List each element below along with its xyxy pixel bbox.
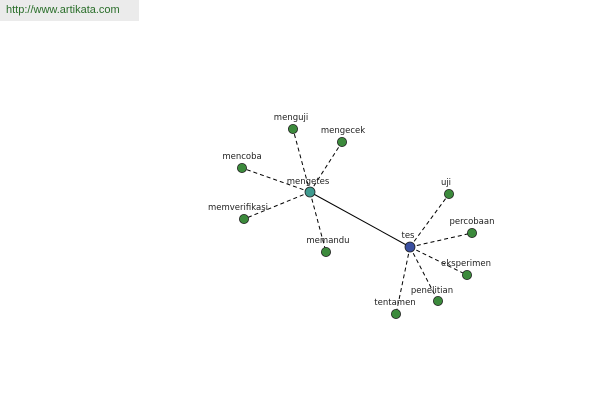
node-dot-menguji[interactable] [287,124,298,135]
node-mencoba[interactable]: mencoba [222,152,262,173]
nodes-layer: tes mengetes menguji mengecek mencoba memveri… [208,113,495,319]
edge-tes-percobaan [409,232,473,248]
node-label-percobaan: percobaan [449,217,494,227]
node-label-tentamen: tentamen [374,298,415,308]
node-uji[interactable]: uji [441,178,454,199]
node-dot-memandu[interactable] [320,246,331,257]
node-memverifikasi[interactable]: memverifikasi [208,203,268,224]
node-label-menguji: menguji [274,113,308,123]
node-tentamen[interactable]: tentamen [374,298,416,319]
node-dot-tentamen[interactable] [390,308,401,319]
node-label-memandu: memandu [306,236,349,246]
node-label-memverifikasi: memverifikasi [208,203,268,213]
edge-mengetes-memandu [309,191,327,253]
node-dot-mengetes[interactable] [304,186,316,198]
node-label-penelitian: penelitian [411,286,453,296]
node-label-mengetes: mengetes [287,177,330,187]
node-mengecek[interactable]: mengecek [321,126,365,147]
node-dot-mengecek[interactable] [336,136,347,147]
edge-mengetes-memverifikasi [243,191,311,220]
node-menguji[interactable]: menguji [274,113,308,135]
node-label-uji: uji [441,178,451,188]
node-label-mencoba: mencoba [222,152,261,162]
node-dot-penelitian[interactable] [432,295,443,306]
node-label-mengecek: mengecek [321,126,365,136]
node-mengetes[interactable]: mengetes [287,177,330,198]
node-dot-tes[interactable] [404,241,416,253]
node-label-eksperimen: eksperimen [441,259,491,269]
edge-mengetes-mengecek [309,141,343,193]
node-eksperimen[interactable]: eksperimen [441,259,491,280]
node-memandu[interactable]: memandu [306,236,350,257]
node-penelitian[interactable]: penelitian [411,286,453,306]
node-tes[interactable]: tes [402,231,416,253]
node-dot-percobaan[interactable] [466,227,477,238]
edge-tes-mengetes [309,191,411,248]
edge-tes-eksperimen [409,246,468,276]
edge-tes-uji [409,193,450,248]
node-percobaan[interactable]: percobaan [449,217,495,238]
node-dot-eksperimen[interactable] [461,269,472,280]
node-label-tes: tes [402,231,416,241]
source-url[interactable]: http://www.artikata.com [0,0,139,21]
node-dot-memverifikasi[interactable] [238,213,249,224]
edge-tes-penelitian [409,246,439,302]
node-dot-mencoba[interactable] [236,162,247,173]
node-dot-uji[interactable] [443,188,454,199]
edge-tes-tentamen [395,246,411,315]
edges-layer [241,128,473,315]
edge-mengetes-mencoba [241,167,311,193]
edge-mengetes-menguji [292,128,311,193]
